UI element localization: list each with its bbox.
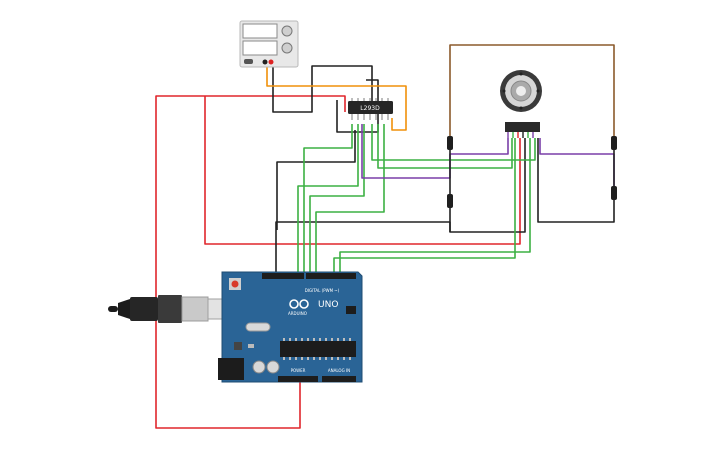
- encoder-connector[interactable]: [505, 122, 540, 132]
- resistor-1[interactable]: [447, 136, 453, 150]
- wire-green-1[interactable]: [297, 124, 359, 272]
- analog-header-label: ANALOG IN: [328, 368, 350, 373]
- wire-black-right-res[interactable]: [537, 138, 615, 223]
- wire-purple-right[interactable]: [539, 138, 615, 194]
- power-supply[interactable]: [239, 20, 299, 68]
- board-model-label: UNO: [318, 300, 338, 310]
- wire-green-2[interactable]: [303, 124, 353, 272]
- resistor-2[interactable]: [447, 194, 453, 208]
- digital-header-left[interactable]: [262, 273, 304, 279]
- wire-black-supply[interactable]: [272, 65, 373, 113]
- wire-red-power-loop[interactable]: [155, 95, 346, 429]
- crystal: [245, 322, 271, 332]
- supply-terminal-negative[interactable]: [262, 59, 268, 65]
- board-brand-label: ARDUINO: [288, 311, 307, 316]
- arduino-uno-board[interactable]: DIGITAL (PWM ~) UNO ARDUINO: [218, 271, 363, 383]
- wire-orange-vcc[interactable]: [266, 64, 407, 131]
- supply-display-current: [242, 40, 278, 56]
- supply-knob-voltage[interactable]: [281, 25, 293, 37]
- wire-green-8[interactable]: [371, 124, 536, 161]
- supply-display-voltage: [242, 23, 278, 39]
- motor-driver-chip[interactable]: L293D: [348, 98, 393, 120]
- resistor-3[interactable]: [611, 136, 617, 150]
- wire-green-5[interactable]: [333, 138, 516, 272]
- power-header-label: POWER: [291, 368, 306, 373]
- wires: [155, 44, 615, 429]
- atmega-chip: [280, 341, 356, 357]
- power-jack[interactable]: [218, 358, 244, 380]
- analog-header[interactable]: [322, 376, 356, 382]
- digital-header-right[interactable]: [306, 273, 356, 279]
- capacitor-1: [252, 360, 266, 374]
- resistors: [447, 136, 617, 208]
- wire-green-7[interactable]: [377, 124, 513, 169]
- encoder-motor[interactable]: [500, 70, 542, 138]
- capacitor-2: [266, 360, 280, 374]
- usb-cable[interactable]: [108, 295, 227, 323]
- wire-green-3[interactable]: [309, 124, 365, 272]
- supply-switch[interactable]: [244, 59, 253, 64]
- power-header[interactable]: [278, 376, 318, 382]
- supply-terminal-positive[interactable]: [268, 59, 274, 65]
- wire-red-motor[interactable]: [204, 96, 521, 245]
- digital-header-label: DIGITAL (PWM ~): [305, 288, 340, 293]
- resistor-4[interactable]: [611, 186, 617, 200]
- driver-chip-label: L293D: [360, 105, 380, 112]
- wire-green-6[interactable]: [339, 138, 531, 272]
- icsp-header[interactable]: [346, 306, 356, 314]
- wire-brown-encoder[interactable]: [449, 44, 615, 142]
- supply-knob-current[interactable]: [281, 42, 293, 54]
- arduino-logo-icon: [289, 299, 309, 309]
- wire-green-4[interactable]: [315, 124, 385, 272]
- wire-black-gnd2[interactable]: [276, 130, 356, 230]
